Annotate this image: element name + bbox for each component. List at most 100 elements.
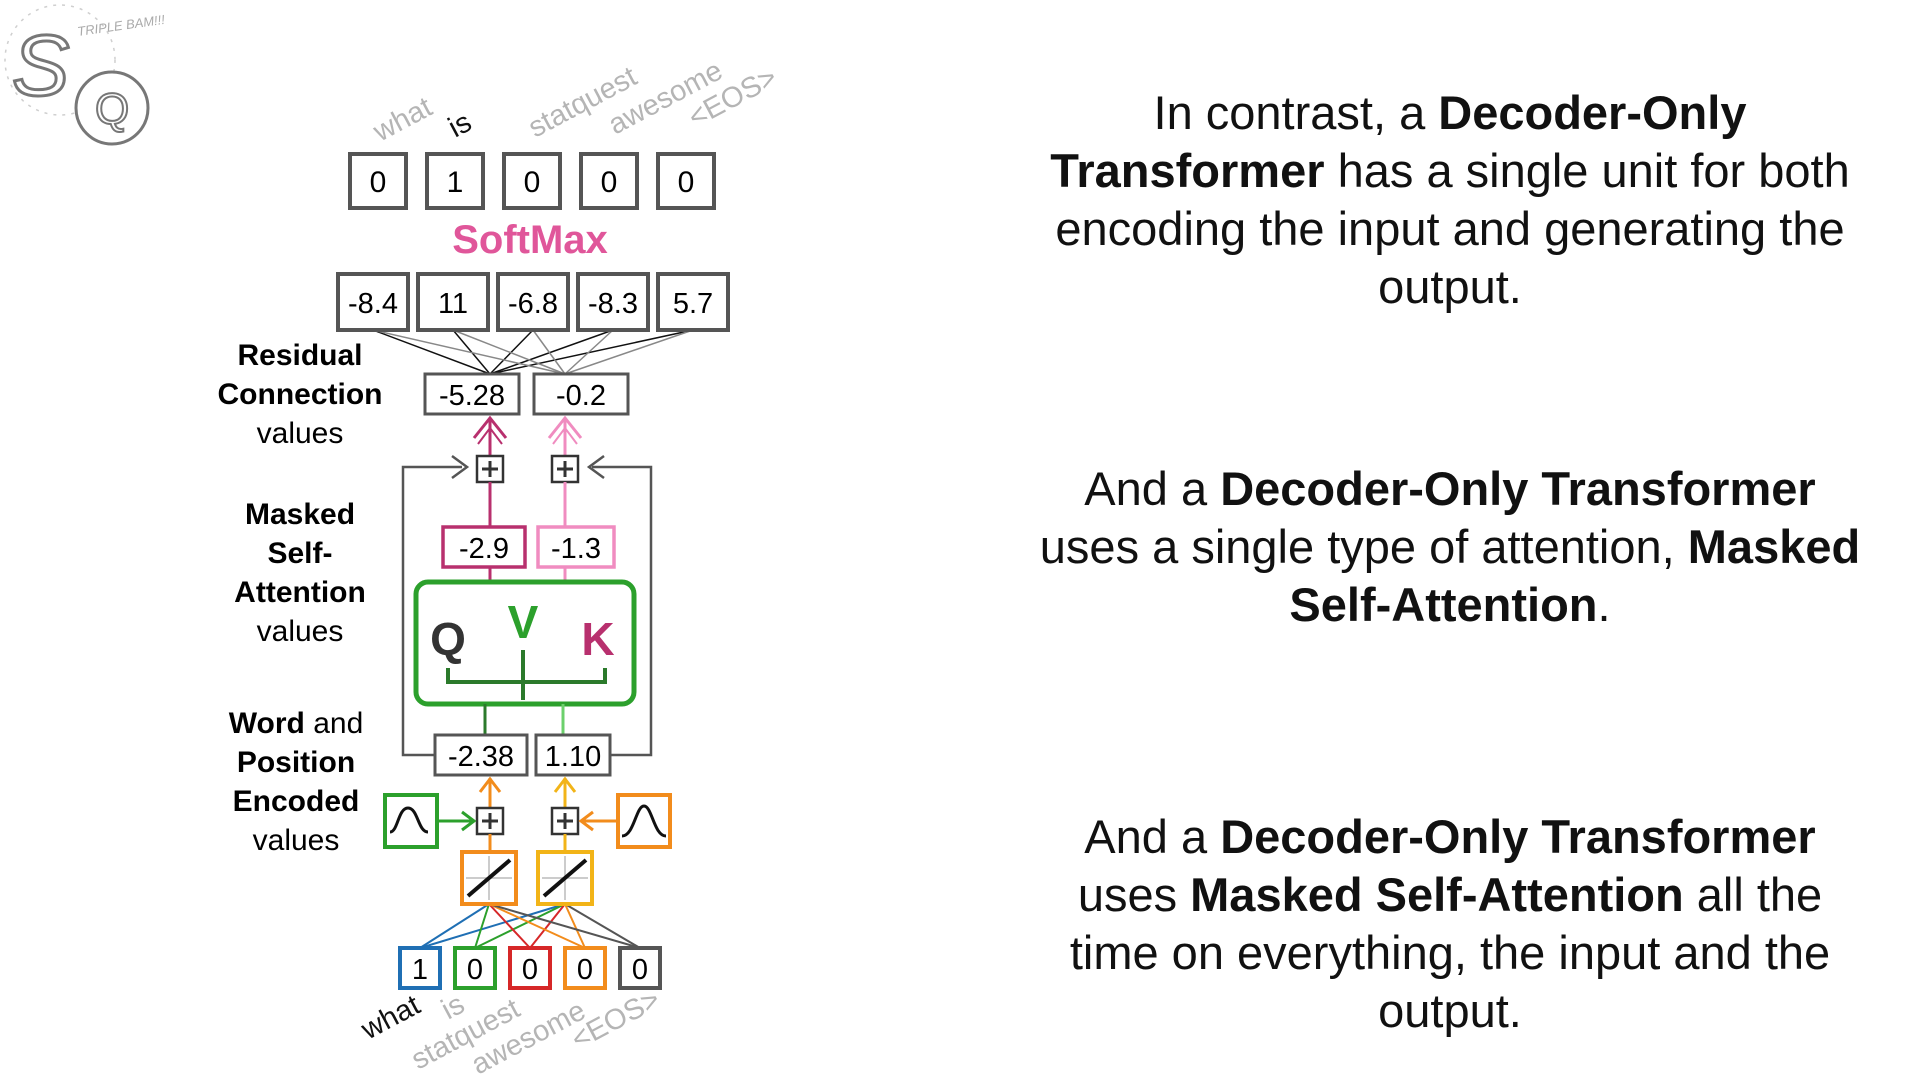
- logo-tagline: TRIPLE BAM!!!: [76, 12, 166, 39]
- bold-text-segment: Decoder-Only Transformer: [1220, 462, 1816, 515]
- sine-wave-icon: [389, 806, 429, 834]
- linear-activation-icon: [536, 850, 594, 906]
- text-segment: And a: [1084, 462, 1221, 515]
- logit-box: [416, 272, 490, 332]
- connection-line: [452, 329, 566, 375]
- residual-value-1: -5.28: [439, 380, 505, 412]
- connection-line: [489, 329, 534, 375]
- position-wave-left: [383, 793, 477, 849]
- paragraph-masked-attention-everything: And a Decoder-Only Transformer uses Mask…: [1030, 808, 1870, 1040]
- masked-self-attention-unit: Q V K: [413, 579, 637, 707]
- text-segment: .: [1597, 578, 1611, 631]
- input-onehot-box: [563, 946, 607, 990]
- label-word-position-line2: Position: [237, 746, 355, 779]
- softmax-label: SoftMax: [452, 218, 608, 262]
- encoded-value-1: -2.38: [448, 741, 514, 773]
- output-onehot-box: [579, 152, 639, 210]
- embedding-units: [460, 850, 594, 906]
- label-residual-line3: values: [257, 417, 344, 450]
- bold-text-segment: Masked Self-Attention: [1289, 520, 1861, 631]
- text-segment: uses: [1077, 868, 1191, 921]
- input-to-encoding-connections: [419, 903, 641, 949]
- residual-add-nodes: [475, 454, 580, 484]
- connection-line: [372, 329, 566, 375]
- position-add-nodes: [475, 806, 580, 836]
- add-node-icon: [550, 806, 580, 836]
- connection-line: [489, 329, 614, 375]
- label-masked-line4: values: [257, 615, 344, 648]
- connection-line: [489, 329, 694, 375]
- connection-line: [419, 903, 490, 949]
- input-onehot-box: [618, 946, 662, 990]
- logit-value: 5.7: [673, 288, 713, 320]
- input-onehot-value: 0: [522, 954, 538, 986]
- attention-value-boxes: -2.9 -1.3: [441, 525, 616, 569]
- bold-text-segment: Decoder-Only Transformer: [1050, 86, 1747, 197]
- output-logits-row: -8.4 11 -6.8 -8.3 5.7: [336, 272, 730, 332]
- label-masked: Masked Self- Attention values: [234, 498, 366, 648]
- bold-text-segment: Masked Self-Attention: [1190, 868, 1684, 921]
- add-node-icon: [475, 806, 505, 836]
- connection-line: [532, 329, 566, 375]
- input-onehot-box: [508, 946, 552, 990]
- label-masked-line1: Masked: [245, 498, 355, 531]
- text-segment: all the time on everything, the input an…: [1069, 868, 1831, 1037]
- output-word-label: is: [443, 106, 477, 144]
- linear-activation-icon: [460, 850, 518, 906]
- add-node-icon: [475, 454, 505, 484]
- residual-arrows: [472, 415, 583, 458]
- label-word-position-line1: Word and: [229, 707, 364, 740]
- input-word-label: what: [355, 989, 425, 1046]
- logit-value: -8.3: [588, 288, 638, 320]
- text-segment: has a single unit for both encoding the …: [1055, 144, 1850, 313]
- label-masked-line2: Self-: [267, 537, 332, 570]
- output-onehot-box: [348, 152, 408, 210]
- input-onehot-value: 0: [467, 954, 483, 986]
- connection-line: [488, 903, 586, 949]
- label-masked-line3: Attention: [234, 576, 366, 609]
- text-segment: In contrast, a: [1153, 86, 1439, 139]
- paragraph-decoder-only-unit: In contrast, a Decoder-Only Transformer …: [1030, 84, 1870, 316]
- logit-value: 11: [438, 288, 468, 320]
- encoded-value-boxes: -2.38 1.10: [433, 733, 612, 777]
- residual-bypass-lines: [401, 454, 653, 757]
- output-onehot-value: 1: [447, 166, 464, 199]
- label-word-position-line3: Encoded: [233, 785, 360, 818]
- input-onehot-value: 0: [632, 954, 648, 986]
- statquest-logo: S Q TRIPLE BAM!!!: [4, 4, 166, 146]
- logit-value: -6.8: [508, 288, 558, 320]
- label-residual-line2: Connection: [218, 378, 383, 411]
- attention-value-1: -2.9: [459, 533, 509, 565]
- logit-box: [656, 272, 730, 332]
- value-letter: V: [508, 596, 539, 648]
- label-residual: Residual Connection values: [218, 339, 383, 450]
- encoded-value-2: 1.10: [545, 741, 601, 773]
- key-letter: K: [581, 613, 614, 665]
- logo-letter-s: S: [12, 18, 69, 114]
- connection-line: [564, 329, 694, 375]
- text-segment: And a: [1084, 810, 1221, 863]
- attention-value-2: -1.3: [551, 533, 601, 565]
- connection-line: [529, 903, 566, 949]
- connection-line: [474, 903, 490, 949]
- logit-value: -8.4: [348, 288, 398, 320]
- query-letter: Q: [430, 613, 466, 665]
- connection-line: [564, 329, 614, 375]
- connection-line: [564, 903, 586, 949]
- output-onehot-value: 0: [370, 166, 387, 199]
- connection-line: [419, 903, 566, 949]
- logit-box: [336, 272, 410, 332]
- output-onehot-box: [656, 152, 716, 210]
- output-onehot-value: 0: [524, 166, 541, 199]
- input-onehot-value: 1: [412, 954, 428, 986]
- bold-text-segment: Decoder-Only Transformer: [1220, 810, 1816, 863]
- output-onehot-value: 0: [678, 166, 695, 199]
- label-word-position: Word and Position Encoded values: [229, 707, 364, 857]
- output-onehot-box: [502, 152, 562, 210]
- bump-wave-icon: [621, 804, 667, 838]
- logit-box: [496, 272, 570, 332]
- input-onehot-box: [453, 946, 497, 990]
